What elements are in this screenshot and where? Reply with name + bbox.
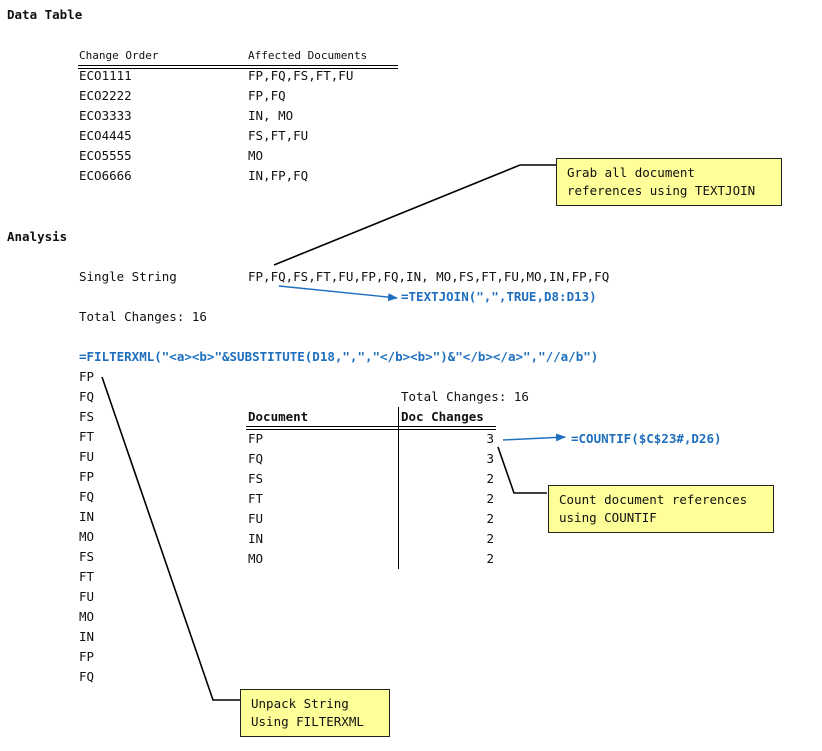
unpacked-item: MO bbox=[79, 609, 95, 624]
unpacked-item: FQ bbox=[79, 669, 95, 684]
count-document-cell: FS bbox=[248, 471, 264, 486]
count-header-rule-bottom bbox=[246, 429, 496, 430]
affected-documents-cell: MO bbox=[248, 148, 264, 163]
unpacked-item: IN bbox=[79, 629, 95, 644]
header-rule-bottom bbox=[78, 68, 398, 69]
unpacked-item: FS bbox=[79, 549, 95, 564]
header-change-order: Change Order bbox=[79, 49, 159, 62]
header-affected-documents: Affected Documents bbox=[248, 49, 368, 62]
unpacked-item: FU bbox=[79, 449, 95, 464]
affected-documents-cell: IN,FP,FQ bbox=[248, 168, 309, 183]
callout-filterxml-line1: Unpack String bbox=[251, 696, 349, 711]
count-value-cell: 2 bbox=[486, 551, 494, 566]
unpacked-item: FQ bbox=[79, 389, 95, 404]
change-order-cell: ECO6666 bbox=[79, 168, 132, 183]
callout-filterxml-line2: Using FILTERXML bbox=[251, 714, 364, 729]
countif-formula: =COUNTIF($C$23#,D26) bbox=[571, 431, 722, 446]
count-document-cell: FQ bbox=[248, 451, 264, 466]
count-value-cell: 2 bbox=[486, 471, 494, 486]
count-value-cell: 2 bbox=[486, 511, 494, 526]
unpacked-item: FQ bbox=[79, 489, 95, 504]
unpacked-item: FU bbox=[79, 589, 95, 604]
total-changes-label: Total Changes: 16 bbox=[79, 309, 207, 324]
count-document-cell: FT bbox=[248, 491, 264, 506]
unpacked-item: IN bbox=[79, 509, 95, 524]
count-document-cell: MO bbox=[248, 551, 264, 566]
filterxml-formula: =FILTERXML("<a><b>"&SUBSTITUTE(D18,",","… bbox=[79, 349, 599, 364]
header-document: Document bbox=[248, 409, 309, 424]
data-table-title: Data Table bbox=[7, 7, 83, 22]
countif-formula-arrow bbox=[502, 433, 566, 442]
count-value-cell: 2 bbox=[486, 491, 494, 506]
countif-callout-connector bbox=[497, 446, 547, 494]
callout-textjoin-line2: references using TEXTJOIN bbox=[567, 183, 756, 198]
textjoin-formula: =TEXTJOIN(",",TRUE,D8:D13) bbox=[401, 289, 597, 304]
count-table-divider bbox=[398, 407, 399, 569]
affected-documents-cell: FP,FQ bbox=[248, 88, 286, 103]
single-string-value: FP,FQ,FS,FT,FU,FP,FQ,IN, MO,FS,FT,FU,MO,… bbox=[248, 269, 610, 284]
unpacked-item: MO bbox=[79, 529, 95, 544]
callout-countif: Count document references using COUNTIF bbox=[548, 485, 774, 533]
count-document-cell: FP bbox=[248, 431, 264, 446]
change-order-cell: ECO3333 bbox=[79, 108, 132, 123]
unpacked-item: FP bbox=[79, 469, 95, 484]
affected-documents-cell: FP,FQ,FS,FT,FU bbox=[248, 68, 354, 83]
textjoin-callout-connector bbox=[273, 164, 556, 266]
unpacked-item: FT bbox=[79, 429, 95, 444]
unpacked-item: FT bbox=[79, 569, 95, 584]
count-header-rule-top bbox=[246, 426, 496, 427]
callout-textjoin-line1: Grab all document bbox=[567, 165, 695, 180]
header-doc-changes: Doc Changes bbox=[401, 409, 484, 424]
affected-documents-cell: FS,FT,FU bbox=[248, 128, 309, 143]
callout-countif-line1: Count document references bbox=[559, 492, 748, 507]
count-value-cell: 3 bbox=[486, 451, 494, 466]
callout-textjoin: Grab all document references using TEXTJ… bbox=[556, 158, 782, 206]
affected-documents-cell: IN, MO bbox=[248, 108, 294, 123]
single-string-label: Single String bbox=[79, 269, 177, 284]
count-document-cell: FU bbox=[248, 511, 264, 526]
header-rule-top bbox=[78, 65, 398, 66]
textjoin-formula-arrow bbox=[278, 285, 398, 302]
change-order-cell: ECO4445 bbox=[79, 128, 132, 143]
count-value-cell: 3 bbox=[486, 431, 494, 446]
count-value-cell: 2 bbox=[486, 531, 494, 546]
unpacked-item: FS bbox=[79, 409, 95, 424]
callout-filterxml: Unpack String Using FILTERXML bbox=[240, 689, 390, 737]
unpacked-item: FP bbox=[79, 649, 95, 664]
analysis-title: Analysis bbox=[7, 229, 68, 244]
change-order-cell: ECO5555 bbox=[79, 148, 132, 163]
filterxml-callout-connector bbox=[101, 376, 240, 701]
unpacked-item: FP bbox=[79, 369, 95, 384]
change-order-cell: ECO1111 bbox=[79, 68, 132, 83]
count-document-cell: IN bbox=[248, 531, 264, 546]
count-table-total: Total Changes: 16 bbox=[401, 389, 529, 404]
change-order-cell: ECO2222 bbox=[79, 88, 132, 103]
callout-countif-line2: using COUNTIF bbox=[559, 510, 657, 525]
